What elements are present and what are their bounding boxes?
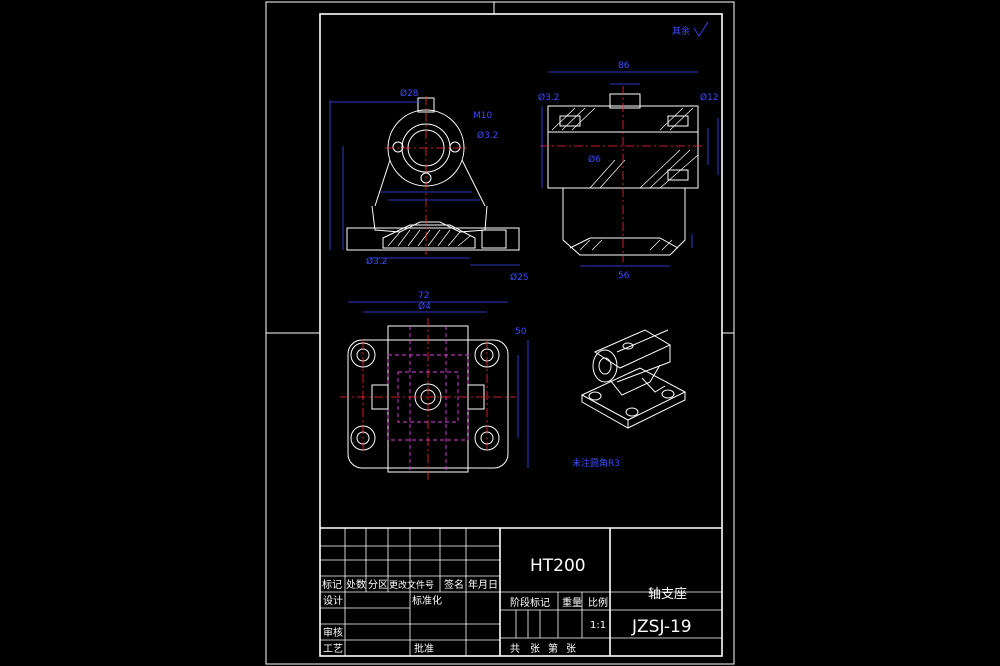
svg-text:签名: 签名 <box>444 578 464 591</box>
svg-text:批准: 批准 <box>414 642 434 655</box>
scale-value: 1:1 <box>590 620 606 631</box>
svg-text:Ø3.2: Ø3.2 <box>366 256 387 267</box>
roughness-note: 其余 <box>672 25 690 37</box>
top-view: 72 Ø4 50 <box>340 291 529 480</box>
front-view: Ø28 M10 Ø3.2 Ø3.2 Ø25 <box>329 88 529 283</box>
svg-text:Ø6: Ø6 <box>588 154 601 165</box>
svg-text:阶段标记: 阶段标记 <box>510 596 550 609</box>
svg-text:审核: 审核 <box>323 626 343 639</box>
svg-text:Ø3.2: Ø3.2 <box>538 92 559 103</box>
drawing-note: 未注圆角R3 <box>572 457 620 469</box>
svg-text:72: 72 <box>418 291 429 301</box>
svg-text:56: 56 <box>618 271 630 281</box>
svg-text:张: 张 <box>530 643 540 655</box>
svg-text:年月日: 年月日 <box>468 578 498 591</box>
svg-text:标准化: 标准化 <box>412 594 442 607</box>
svg-text:Ø25: Ø25 <box>510 272 529 283</box>
svg-text:Ø12: Ø12 <box>700 92 719 103</box>
side-view: 86 Ø3.2 Ø12 Ø6 56 <box>538 61 719 281</box>
title-block: 标记 处数 分区 更改文件号 签名 年月日 设计 标准化 审核 工艺 批准 HT… <box>320 527 722 656</box>
svg-text:86: 86 <box>618 61 630 71</box>
svg-text:Ø3.2: Ø3.2 <box>477 130 498 141</box>
svg-text:共: 共 <box>510 643 520 655</box>
svg-text:更改文件号: 更改文件号 <box>389 579 434 591</box>
svg-text:分区: 分区 <box>368 579 388 591</box>
svg-text:第: 第 <box>548 642 558 655</box>
svg-text:处数: 处数 <box>346 578 366 591</box>
svg-text:工艺: 工艺 <box>323 643 343 655</box>
svg-text:比例: 比例 <box>588 596 608 609</box>
roughness-check-icon <box>693 21 709 37</box>
isometric-view <box>580 329 687 429</box>
svg-text:标记: 标记 <box>322 579 342 591</box>
part-name: 轴支座 <box>648 587 687 602</box>
svg-text:Ø4: Ø4 <box>418 301 431 312</box>
svg-text:Ø28: Ø28 <box>400 88 419 99</box>
svg-text:50: 50 <box>515 327 527 337</box>
svg-text:重量: 重量 <box>562 596 582 609</box>
svg-text:张: 张 <box>566 643 576 655</box>
svg-text:M10: M10 <box>473 111 492 121</box>
material-label: HT200 <box>530 556 586 576</box>
inner-frame <box>319 13 723 657</box>
drawing-number: JZSJ-19 <box>631 617 692 637</box>
svg-text:设计: 设计 <box>323 594 343 607</box>
